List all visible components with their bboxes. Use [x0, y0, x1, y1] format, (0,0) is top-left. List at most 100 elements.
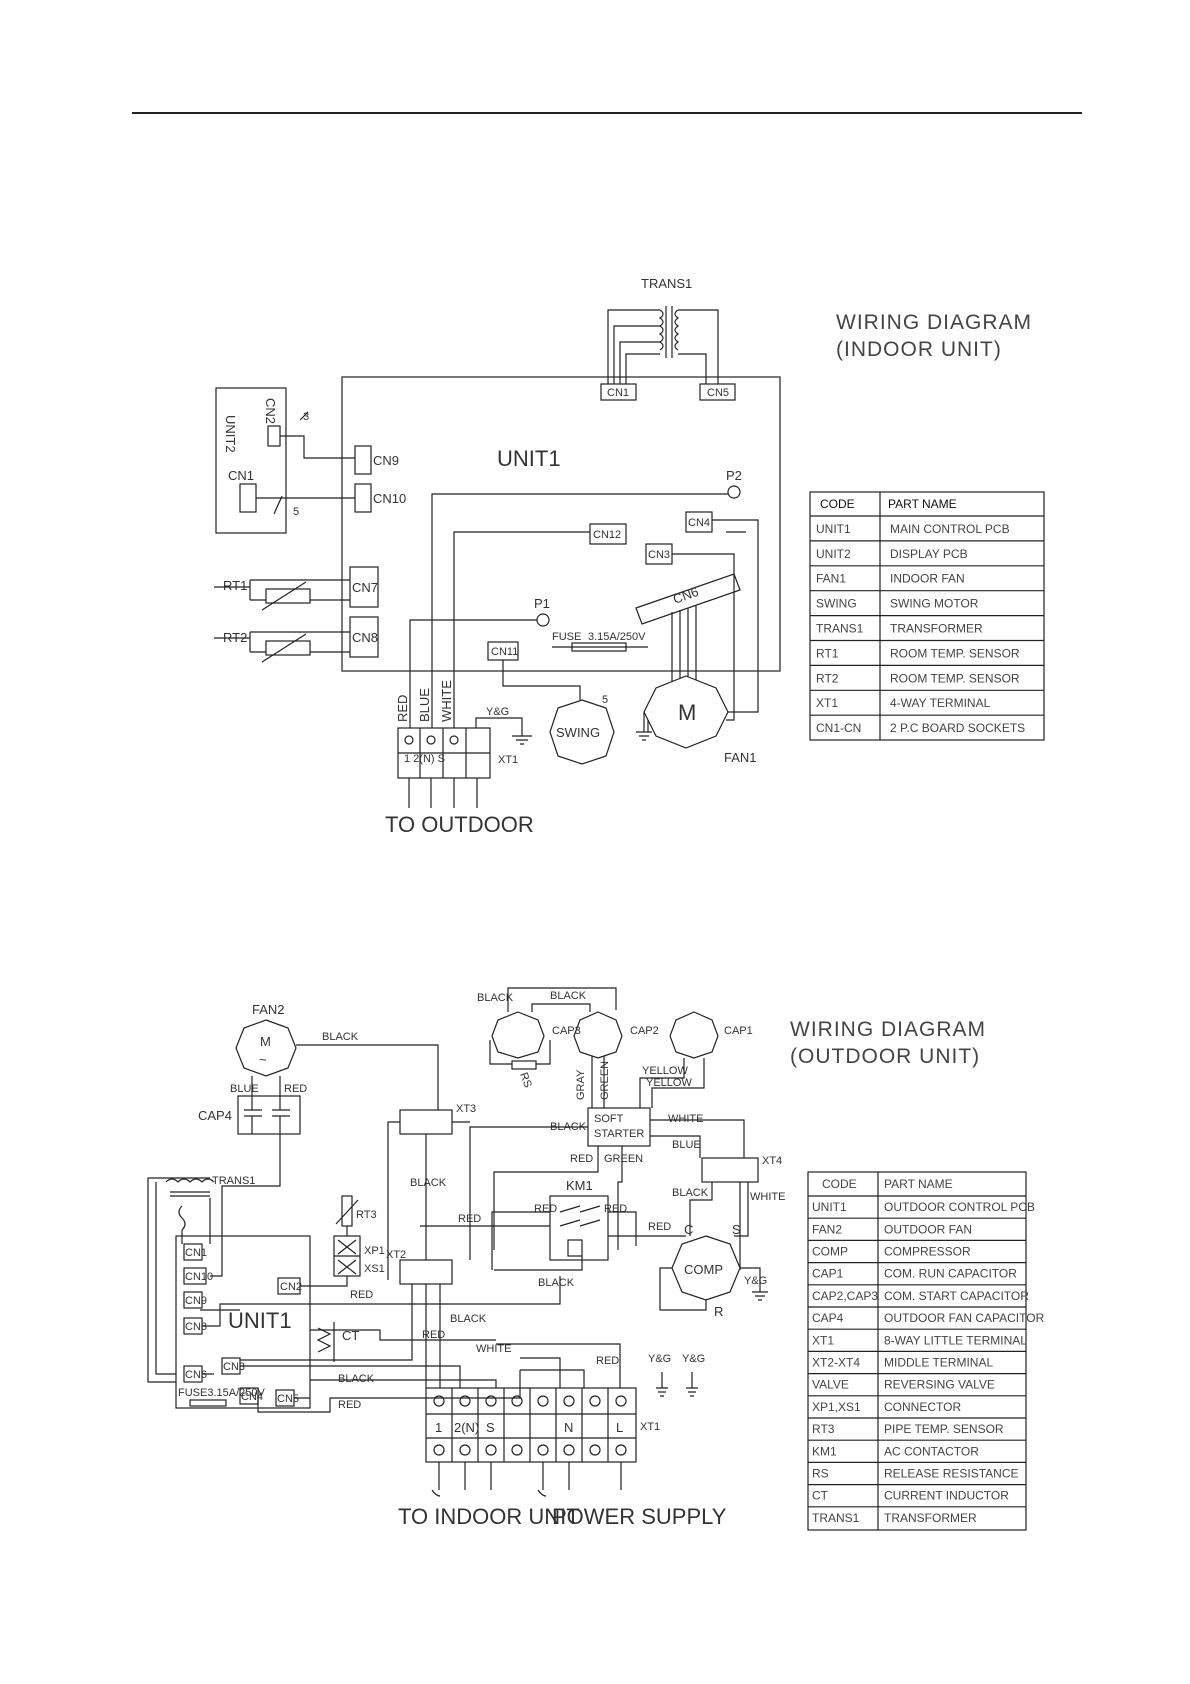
- indoor-cn4-label: CN4: [688, 517, 710, 529]
- outdoor-wire-blue-fan: BLUE: [230, 1083, 259, 1095]
- outdoor-xt1-dividers: [426, 1388, 636, 1462]
- outdoor-term-s: S: [486, 1420, 495, 1435]
- outdoor-wire-red-main3: RED: [596, 1355, 619, 1367]
- outdoor-fan2-motor: [235, 1019, 297, 1077]
- outdoor-rt3: [341, 1195, 353, 1227]
- outdoor-cap-top-wires: [489, 987, 617, 1108]
- outdoor-to-indoor: TO INDOOR UNIT: [398, 1504, 580, 1529]
- outdoor-cn1-label: CN1: [185, 1247, 207, 1259]
- indoor-cn12-label: CN12: [593, 529, 621, 541]
- outdoor-cap3: [573, 1011, 623, 1059]
- outdoor-cn10-label: CN10: [185, 1271, 213, 1283]
- outdoor-wire-red-fan: RED: [284, 1083, 307, 1095]
- outdoor-table-row-code: CAP2,CAP3: [812, 1289, 878, 1303]
- outdoor-table-row-code: XT2-XT4: [812, 1355, 860, 1369]
- outdoor-cn9-label: CN9: [185, 1295, 207, 1307]
- outdoor-diagram: WIRING DIAGRAM (OUTDOOR UNIT) FAN2 M ~ B…: [147, 987, 1045, 1531]
- outdoor-cn1: [183, 1243, 203, 1261]
- outdoor-wire-red-km-d: RED: [648, 1221, 671, 1233]
- outdoor-term-n: N: [564, 1420, 573, 1435]
- indoor-unit1-board: [341, 376, 781, 672]
- outdoor-table-row-code: CAP1: [812, 1267, 844, 1281]
- indoor-fan-motor-label: M: [678, 700, 696, 725]
- outdoor-km1: [549, 1195, 609, 1261]
- indoor-wire-blue: BLUE: [417, 688, 432, 722]
- indoor-table-row-part: INDOOR FAN: [890, 572, 965, 586]
- outdoor-unit1-board: [175, 1235, 311, 1409]
- indoor-terminal-leads: [408, 778, 478, 808]
- outdoor-fuse-text: FUSE3.15A/250V: [178, 1387, 265, 1399]
- outdoor-wire-red-km-c: RED: [458, 1213, 481, 1225]
- outdoor-ct-symbol: [316, 1322, 335, 1362]
- outdoor-xs1-label: XS1: [364, 1263, 385, 1275]
- outdoor-wire-black-fan: BLACK: [322, 1031, 359, 1043]
- outdoor-cn10: [183, 1267, 207, 1285]
- indoor-rt1-label: RT1: [223, 578, 247, 593]
- outdoor-cap1-wires: [639, 1058, 705, 1108]
- outdoor-xt3-label: XT3: [456, 1103, 476, 1115]
- indoor-cn5: [699, 383, 736, 401]
- outdoor-wire-green-ss: GREEN: [604, 1153, 643, 1165]
- indoor-table-row-part: 4-WAY TERMINAL: [890, 696, 991, 710]
- indoor-cn8-label: CN8: [352, 630, 378, 645]
- outdoor-wire-red-km-b: RED: [604, 1203, 627, 1215]
- outdoor-cap1-label: CAP1: [724, 1025, 753, 1037]
- outdoor-xt4: [701, 1157, 759, 1183]
- indoor-table-row-part: SWING MOTOR: [890, 597, 979, 611]
- indoor-fan-motor: [643, 675, 729, 749]
- outdoor-table-row-code: UNIT1: [812, 1200, 847, 1214]
- outdoor-wire-white-main: WHITE: [476, 1343, 511, 1355]
- indoor-cn10: [354, 483, 372, 513]
- outdoor-wire-red-main4: RED: [338, 1399, 361, 1411]
- outdoor-wire-black-main3: BLACK: [338, 1373, 375, 1385]
- outdoor-wire-gran: GREEN: [599, 1061, 611, 1100]
- indoor-p1-point: [536, 613, 550, 627]
- outdoor-wire-yg-comp: Y&G: [744, 1275, 767, 1287]
- outdoor-km1-coil: [567, 1239, 583, 1257]
- outdoor-fan2-label: FAN2: [252, 1002, 285, 1017]
- outdoor-comp-wires: [659, 1267, 768, 1311]
- outdoor-xt1-screws: [433, 1395, 627, 1456]
- outdoor-wire-black-xt4: BLACK: [672, 1187, 709, 1199]
- indoor-trans1-label: TRANS1: [641, 276, 692, 291]
- indoor-table-row-code: CN1-CN: [816, 721, 861, 735]
- outdoor-soft-starter-2: STARTER: [594, 1128, 644, 1140]
- outdoor-comp-label: COMP: [684, 1262, 723, 1277]
- outdoor-table-row-part: AC CONTACTOR: [884, 1444, 979, 1458]
- outdoor-table-row-part: OUTDOOR FAN CAPACITOR: [884, 1311, 1045, 1325]
- indoor-table-row-code: UNIT2: [816, 547, 851, 561]
- outdoor-cn2-label: CN2: [280, 1281, 302, 1293]
- outdoor-rt3-label: RT3: [356, 1209, 377, 1221]
- indoor-table-row-part: TRANSFORMER: [890, 622, 983, 636]
- outdoor-table-row-part: CONNECTOR: [884, 1400, 961, 1414]
- outdoor-cap1: [669, 1011, 719, 1059]
- outdoor-cn3-label: CN3: [223, 1361, 245, 1373]
- indoor-cn4: [685, 511, 713, 533]
- indoor-wirecount-b: 5: [293, 506, 299, 518]
- outdoor-cap2-label: CAP2: [630, 1025, 659, 1037]
- indoor-transformer-symbol: [658, 306, 680, 358]
- outdoor-table-row-part: 8-WAY LITTLE TERMINAL: [884, 1333, 1027, 1347]
- outdoor-cn9: [183, 1291, 203, 1309]
- indoor-table-row-code: XT1: [816, 696, 838, 710]
- indoor-cn8: [349, 616, 379, 658]
- outdoor-wire-yg-b: Y&G: [682, 1353, 705, 1365]
- indoor-table-header-code: CODE: [820, 497, 855, 511]
- outdoor-table-row-part: COMPRESSOR: [884, 1244, 971, 1258]
- outdoor-wire-black-main: BLACK: [538, 1277, 575, 1289]
- outdoor-table-row-part: MIDDLE TERMINAL: [884, 1355, 993, 1369]
- indoor-fuse-label: FUSE: [552, 631, 581, 643]
- indoor-term-1-screw: [404, 735, 414, 745]
- indoor-cn7: [349, 566, 379, 608]
- outdoor-comp-r: R: [714, 1304, 723, 1319]
- indoor-p2-point: [727, 485, 741, 499]
- outdoor-term-2n: 2(N): [454, 1420, 479, 1435]
- indoor-cn3-label: CN3: [648, 549, 670, 561]
- indoor-cn10-label: CN10: [373, 491, 406, 506]
- indoor-cn2-label: CN2: [263, 398, 278, 424]
- outdoor-table-header-code: CODE: [822, 1177, 857, 1191]
- outdoor-cn8-label: CN8: [185, 1321, 207, 1333]
- outdoor-fan2-m: M: [260, 1034, 271, 1049]
- outdoor-cap4-symbol: [244, 1096, 290, 1134]
